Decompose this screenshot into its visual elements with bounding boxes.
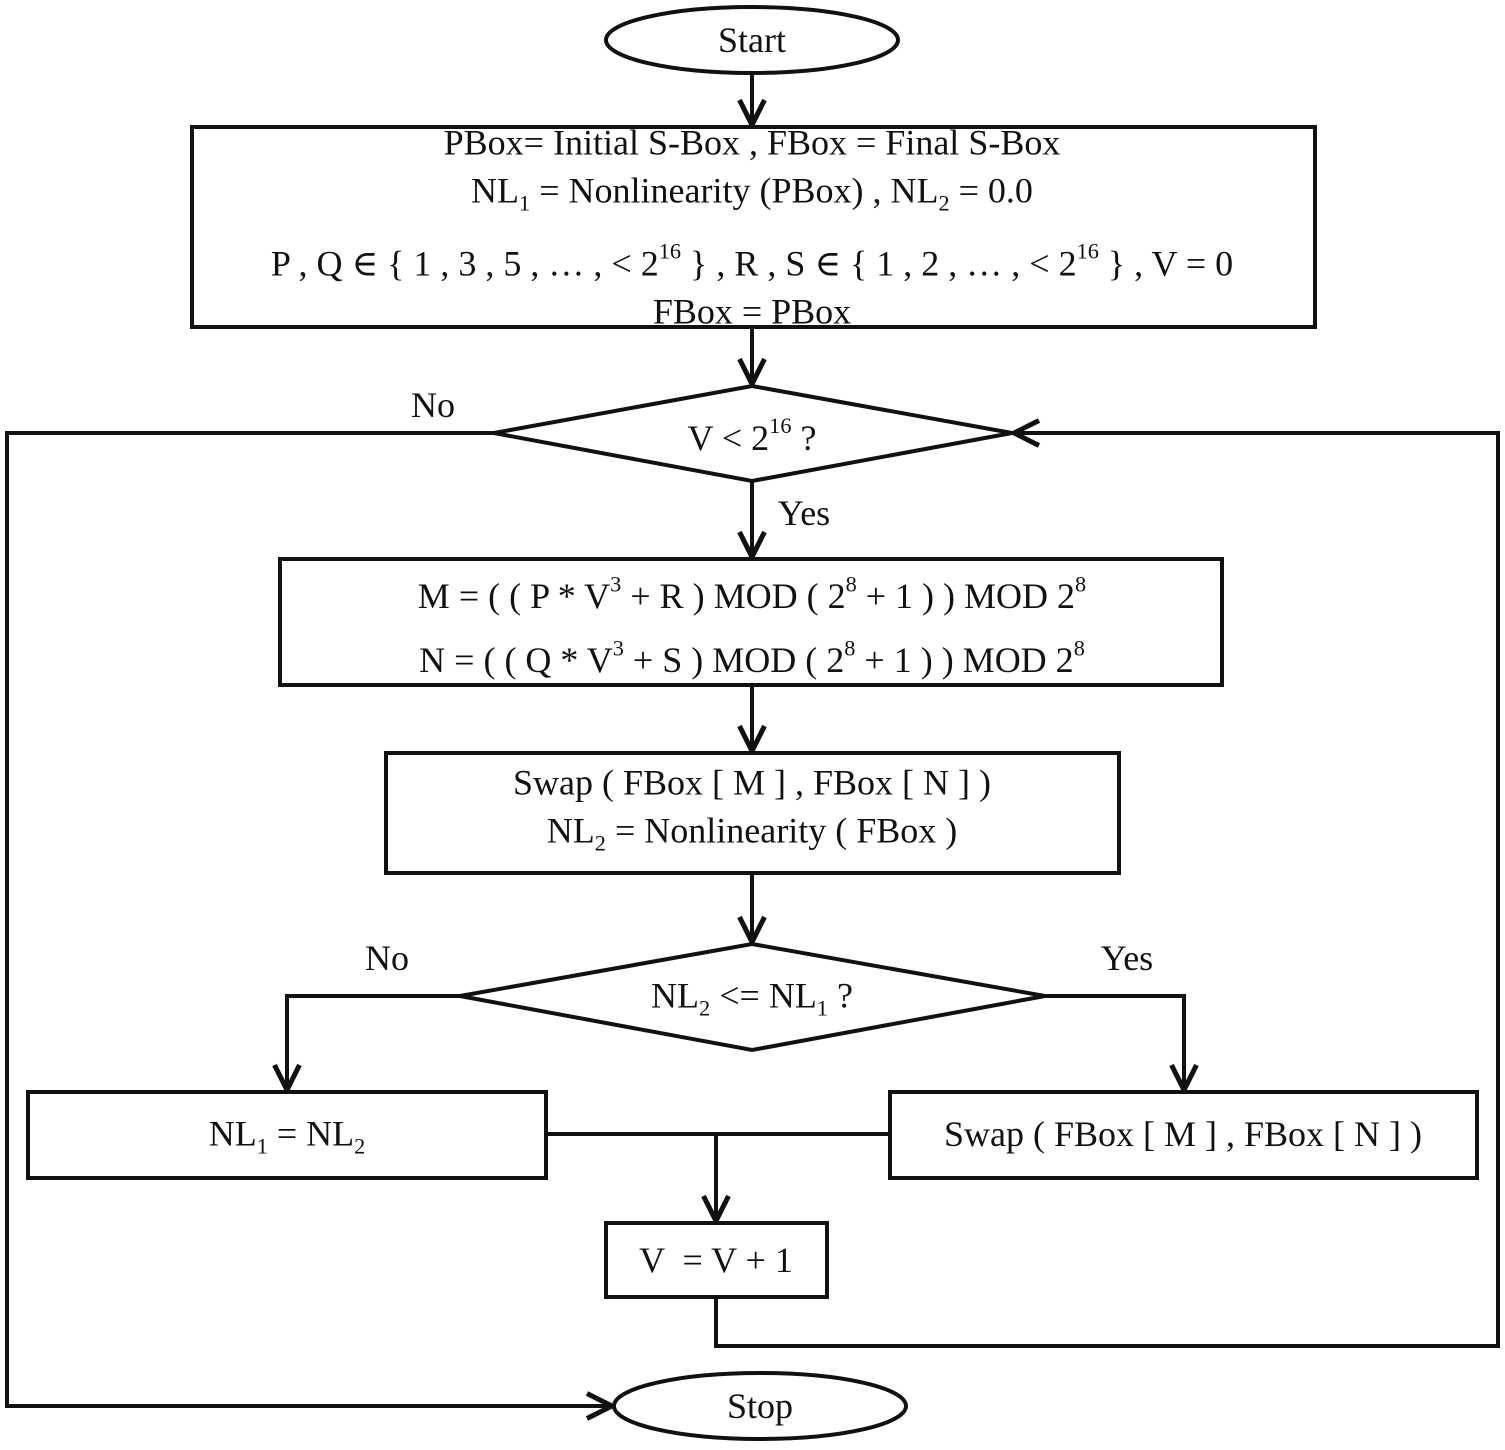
arrow-increment-loop-back xyxy=(714,433,1500,1348)
start-label: Start xyxy=(718,20,786,60)
compare-condition-text: NL2 <= NL1 ? xyxy=(651,975,853,1021)
loop-condition-text: V < 216 ? xyxy=(687,413,817,458)
arrow-loop-no-to-stop xyxy=(5,431,612,1406)
init-line-1: PBox= Initial S-Box , FBox = Final S-Box xyxy=(443,122,1061,163)
init-box-text: PBox= Initial S-Box , FBox = Final S-Box… xyxy=(271,119,1233,336)
init-line-4: FBox = PBox xyxy=(652,291,852,332)
calc-line-n: N = ( ( Q * V3 + S ) MOD ( 28 + 1 ) ) MO… xyxy=(419,635,1085,680)
nl-compare-decision-diamond xyxy=(459,941,1046,1053)
init-line-2: NL1 = Nonlinearity (PBox) , NL2 = 0.0 xyxy=(471,170,1033,216)
increment-box-text: V = V + 1 xyxy=(639,1240,793,1280)
assign-box-text: NL1 = NL2 xyxy=(208,1113,366,1159)
arrow-compare-yes-to-swap-back xyxy=(1045,994,1184,1090)
loop-yes-label: Yes xyxy=(777,493,831,533)
calc-line-m: M = ( ( P * V3 + R ) MOD ( 28 + 1 ) ) MO… xyxy=(417,571,1087,616)
swap-line-1: Swap ( FBox [ M ] , FBox [ N ] ) xyxy=(512,762,992,803)
swap-box-text: Swap ( FBox [ M ] , FBox [ N ] ) NL2 = N… xyxy=(513,759,991,868)
init-line-3: P , Q ∈ { 1 , 3 , 5 , … , < 216 } , R , … xyxy=(270,238,1234,284)
loop-no-label: No xyxy=(411,385,455,425)
stop-label: Stop xyxy=(726,1386,794,1426)
compare-no-label: No xyxy=(365,938,409,978)
arrow-compare-no-to-assign xyxy=(287,994,460,1090)
swap-back-box-text: Swap ( FBox [ M ] , FBox [ N ] ) xyxy=(943,1114,1423,1154)
swap-line-2: NL2 = Nonlinearity ( FBox ) xyxy=(546,810,958,856)
calc-box-text: M = ( ( P * V3 + R ) MOD ( 28 + 1 ) ) MO… xyxy=(418,558,1086,685)
compare-yes-label: Yes xyxy=(1100,938,1154,978)
